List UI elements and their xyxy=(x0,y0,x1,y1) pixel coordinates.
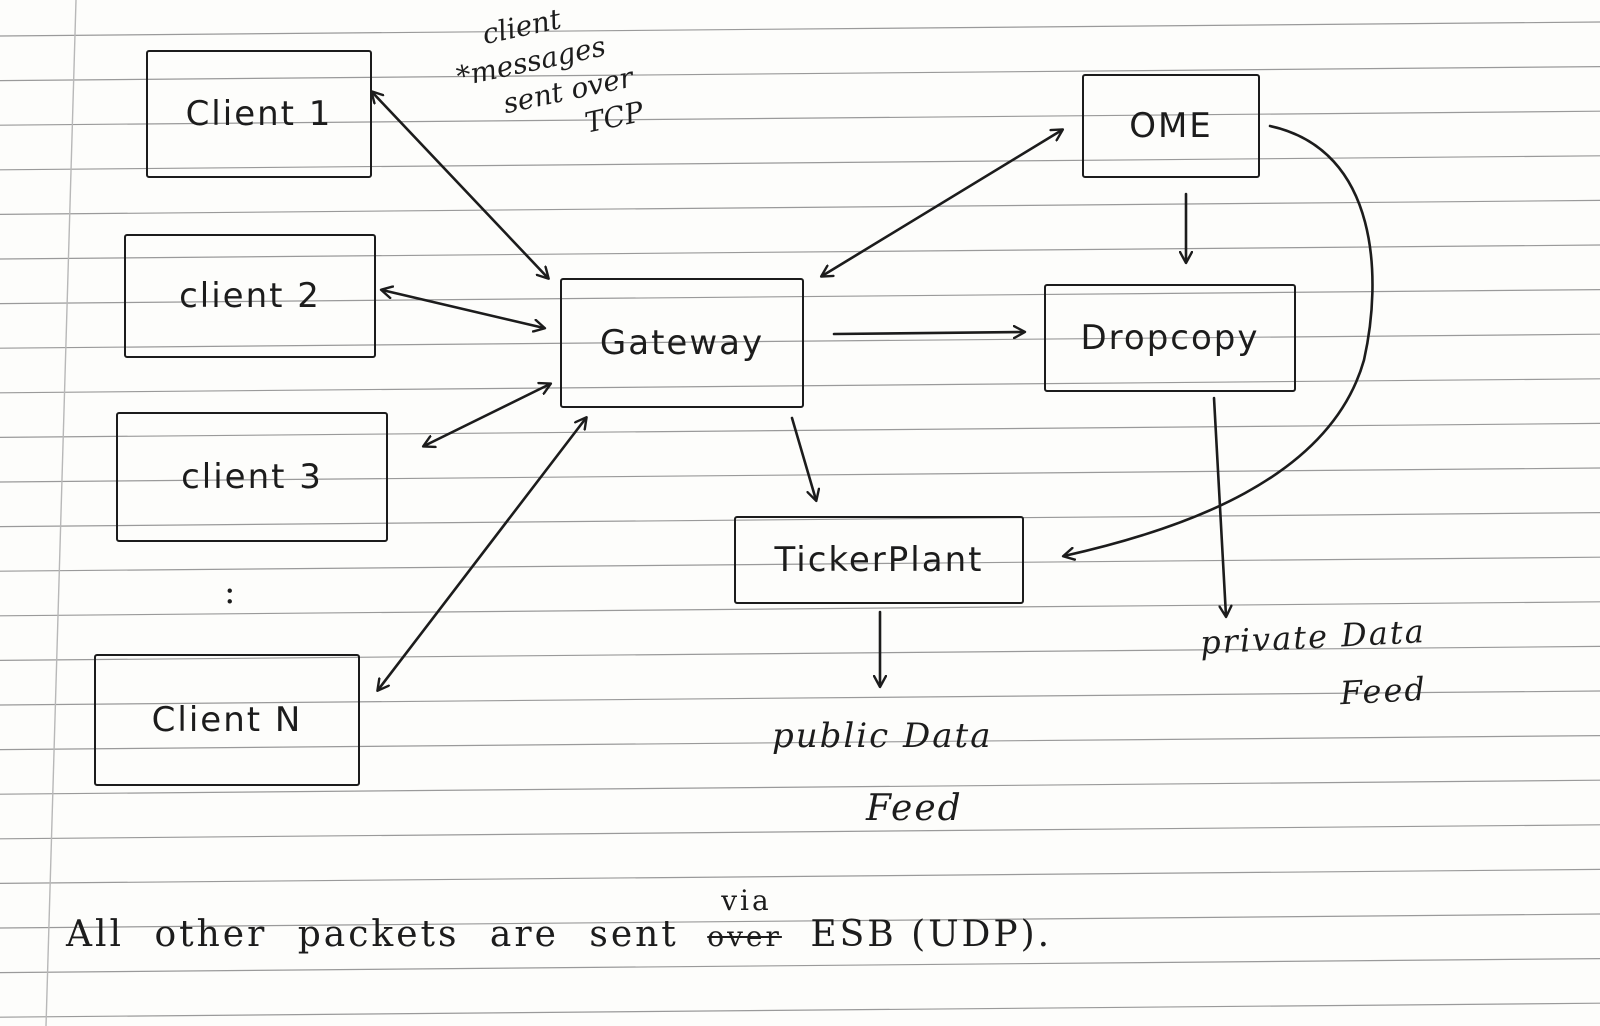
client-n-box: Client N xyxy=(94,654,360,786)
footer-correction: over via xyxy=(707,884,782,955)
rule-line xyxy=(0,779,1600,795)
public-feed-label-line-2: Feed xyxy=(866,788,963,829)
rule-line xyxy=(0,690,1600,706)
footer-text-after: ESB (UDP). xyxy=(810,914,1053,955)
public-feed-label-line-1: public Data xyxy=(772,716,993,756)
rule-line xyxy=(0,244,1600,260)
ome-label: OME xyxy=(1129,106,1213,146)
rule-line xyxy=(0,110,1600,126)
arrow-gateway-dropcopy xyxy=(832,332,1024,334)
rule-line xyxy=(0,913,1600,929)
rule-line xyxy=(0,511,1600,528)
rule-line xyxy=(0,467,1600,483)
private-feed-label-line-2: Feed xyxy=(1339,669,1428,713)
rule-line xyxy=(0,66,1600,82)
rule-line xyxy=(0,734,1600,751)
rule-line xyxy=(0,21,1600,37)
gateway-label: Gateway xyxy=(599,323,765,363)
arrow-client2-gateway xyxy=(382,290,544,328)
arrow-client1-gateway xyxy=(372,92,548,278)
dropcopy-box: Dropcopy xyxy=(1044,284,1296,392)
tickerplant-label: TickerPlant xyxy=(774,540,984,580)
arrow-clientN-gateway xyxy=(378,418,586,690)
gateway-box: Gateway xyxy=(560,278,804,408)
rule-line xyxy=(0,333,1600,349)
rule-line xyxy=(0,378,1600,394)
client-1-box: Client 1 xyxy=(146,50,372,178)
arrow-gateway-ome xyxy=(822,130,1062,276)
rule-line xyxy=(0,1002,1600,1018)
rule-line xyxy=(0,556,1600,572)
client-1-label: Client 1 xyxy=(185,94,333,134)
rule-line xyxy=(0,957,1600,974)
rule-line xyxy=(0,824,1600,840)
client-continuation-dots: : xyxy=(224,572,236,612)
arrow-client3-gateway xyxy=(424,384,550,446)
arrow-ome-tickerplant xyxy=(1064,124,1374,556)
tickerplant-box: TickerPlant xyxy=(734,516,1024,604)
rule-line xyxy=(0,199,1600,215)
rule-line xyxy=(0,645,1600,662)
client-2-label: client 2 xyxy=(179,276,321,316)
client-2-box: client 2 xyxy=(124,234,376,358)
rule-line xyxy=(0,601,1600,617)
rule-line xyxy=(0,155,1600,171)
footer-sentence: All other packets are sent over via ESB … xyxy=(66,884,1053,955)
footer-struck-word: over xyxy=(707,920,782,953)
footer-inserted-word: via xyxy=(721,884,772,917)
client-3-box: client 3 xyxy=(116,412,388,542)
margin-line xyxy=(45,0,77,1026)
arrow-gateway-tickerplant xyxy=(790,416,816,500)
footer-text-before: All other packets are sent xyxy=(66,914,679,955)
rule-line xyxy=(0,289,1600,305)
rule-line xyxy=(0,868,1600,885)
ome-box: OME xyxy=(1082,74,1260,178)
dropcopy-label: Dropcopy xyxy=(1080,318,1260,358)
client-3-label: client 3 xyxy=(181,457,323,497)
rule-line xyxy=(0,422,1600,438)
client-n-label: Client N xyxy=(151,700,303,740)
arrow-dropcopy-private-feed xyxy=(1212,396,1226,616)
